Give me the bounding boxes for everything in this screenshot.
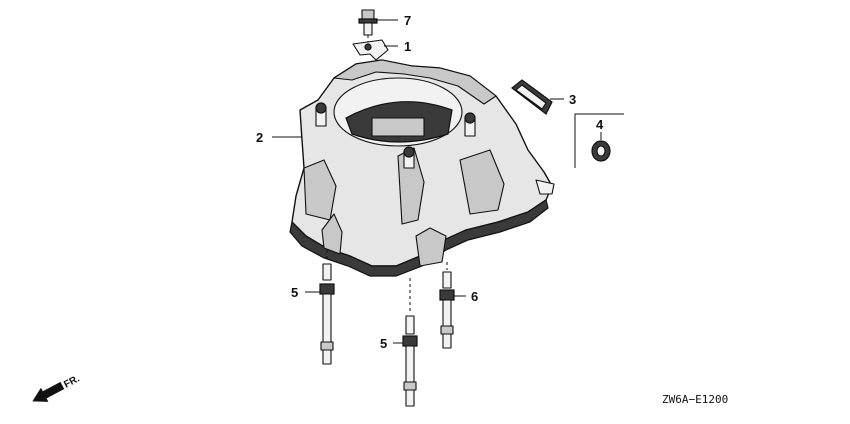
part-1-stay-plate xyxy=(352,39,389,61)
part-6-stud-bolt xyxy=(439,262,455,349)
callout-5-center: 5 xyxy=(380,336,387,351)
front-direction-arrow: FR. xyxy=(32,373,82,402)
callout-7: 7 xyxy=(404,13,411,28)
callout-4: 4 xyxy=(596,117,604,132)
part-3-seal-strip xyxy=(511,79,553,115)
callout-1: 1 xyxy=(404,39,411,54)
callout-2: 2 xyxy=(256,130,263,145)
part-7-flange-bolt xyxy=(358,9,378,46)
arrow-icon xyxy=(32,381,65,402)
callout-6: 6 xyxy=(471,289,478,304)
callout-5-left: 5 xyxy=(291,285,298,300)
leader-lines xyxy=(272,19,602,344)
part-2-fan-cover xyxy=(289,59,555,277)
direction-label: FR. xyxy=(62,373,82,390)
part-4-grommet xyxy=(574,113,624,168)
diagram-code: ZW6A−E1200 xyxy=(662,393,728,406)
part-5-stud-bolt-center xyxy=(402,278,418,407)
callout-3: 3 xyxy=(569,92,576,107)
part-5-stud-bolt-left xyxy=(319,250,335,365)
